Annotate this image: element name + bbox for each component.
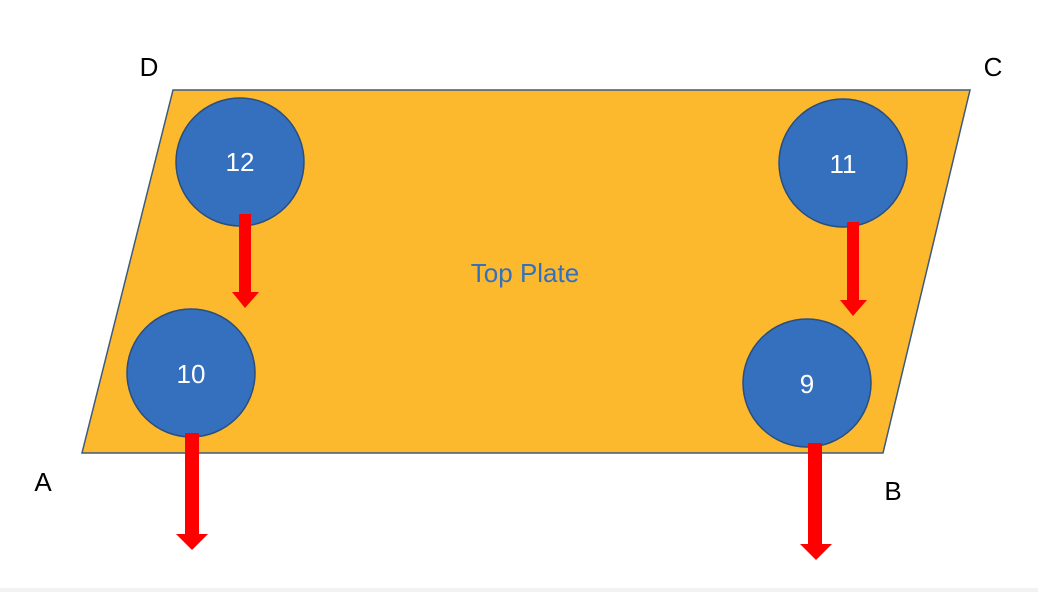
arrow-down-9 — [800, 443, 832, 560]
arrow-down-11 — [840, 222, 867, 316]
circle-9: 9 — [742, 318, 872, 448]
corner-label-b: B — [884, 476, 901, 506]
circle-11: 11 — [778, 98, 908, 228]
circle-12-label: 12 — [226, 147, 255, 177]
plate-title: Top Plate — [471, 258, 579, 288]
circle-11-label: 11 — [830, 149, 857, 179]
arrow-down-10 — [176, 433, 208, 550]
circle-12: 12 — [175, 97, 305, 227]
arrow-down-12 — [232, 214, 259, 308]
corner-label-d: D — [140, 52, 159, 82]
corner-label-a: A — [34, 467, 52, 497]
corner-label-c: C — [984, 52, 1003, 82]
circle-10-label: 10 — [177, 359, 206, 389]
circle-9-label: 9 — [800, 369, 814, 399]
bottom-strip — [0, 588, 1038, 592]
circle-10: 10 — [126, 308, 256, 438]
